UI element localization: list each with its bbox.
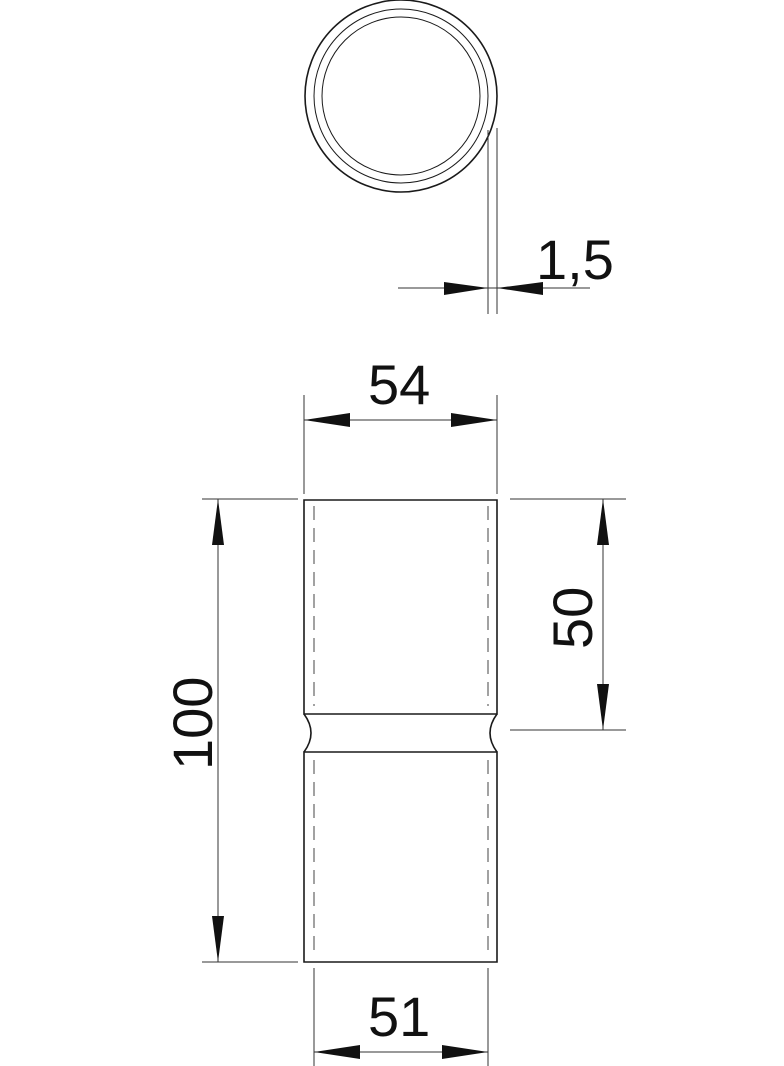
dimension-inner-diameter: 51 bbox=[313, 968, 489, 1066]
dimension-outer-diameter: 54 bbox=[303, 353, 498, 494]
ring-inner-circle bbox=[321, 16, 481, 176]
arrow-left-icon bbox=[497, 282, 543, 295]
dimension-label-total-length: 100 bbox=[161, 677, 224, 770]
dimension-label-wall: 1,5 bbox=[536, 228, 614, 291]
groove-right bbox=[489, 713, 498, 753]
arrow-up-icon bbox=[212, 499, 224, 545]
dimension-label-inner-diameter: 51 bbox=[368, 985, 430, 1048]
arrow-right-icon bbox=[442, 1045, 488, 1059]
arrow-right-icon bbox=[444, 282, 488, 295]
side-view-sleeve bbox=[303, 499, 498, 963]
sleeve-lower-section bbox=[303, 751, 498, 963]
sleeve-upper-section bbox=[303, 499, 498, 715]
dimension-wall-thickness: 1,5 bbox=[398, 228, 614, 295]
arrow-left-icon bbox=[304, 413, 350, 427]
dimension-insertion-depth: 50 bbox=[510, 498, 626, 731]
arrow-up-icon bbox=[597, 499, 609, 545]
dimension-label-outer-diameter: 54 bbox=[368, 353, 430, 416]
ring-middle-circle bbox=[313, 8, 489, 184]
dimension-total-length: 100 bbox=[161, 498, 298, 963]
arrow-right-icon bbox=[451, 413, 497, 427]
dimension-label-insertion-depth: 50 bbox=[541, 587, 604, 649]
top-view-ring bbox=[304, 0, 498, 314]
groove-left bbox=[303, 713, 312, 753]
ring-outer-circle bbox=[304, 0, 498, 193]
arrow-left-icon bbox=[314, 1045, 360, 1059]
arrow-down-icon bbox=[597, 684, 609, 730]
arrow-down-icon bbox=[212, 916, 224, 962]
